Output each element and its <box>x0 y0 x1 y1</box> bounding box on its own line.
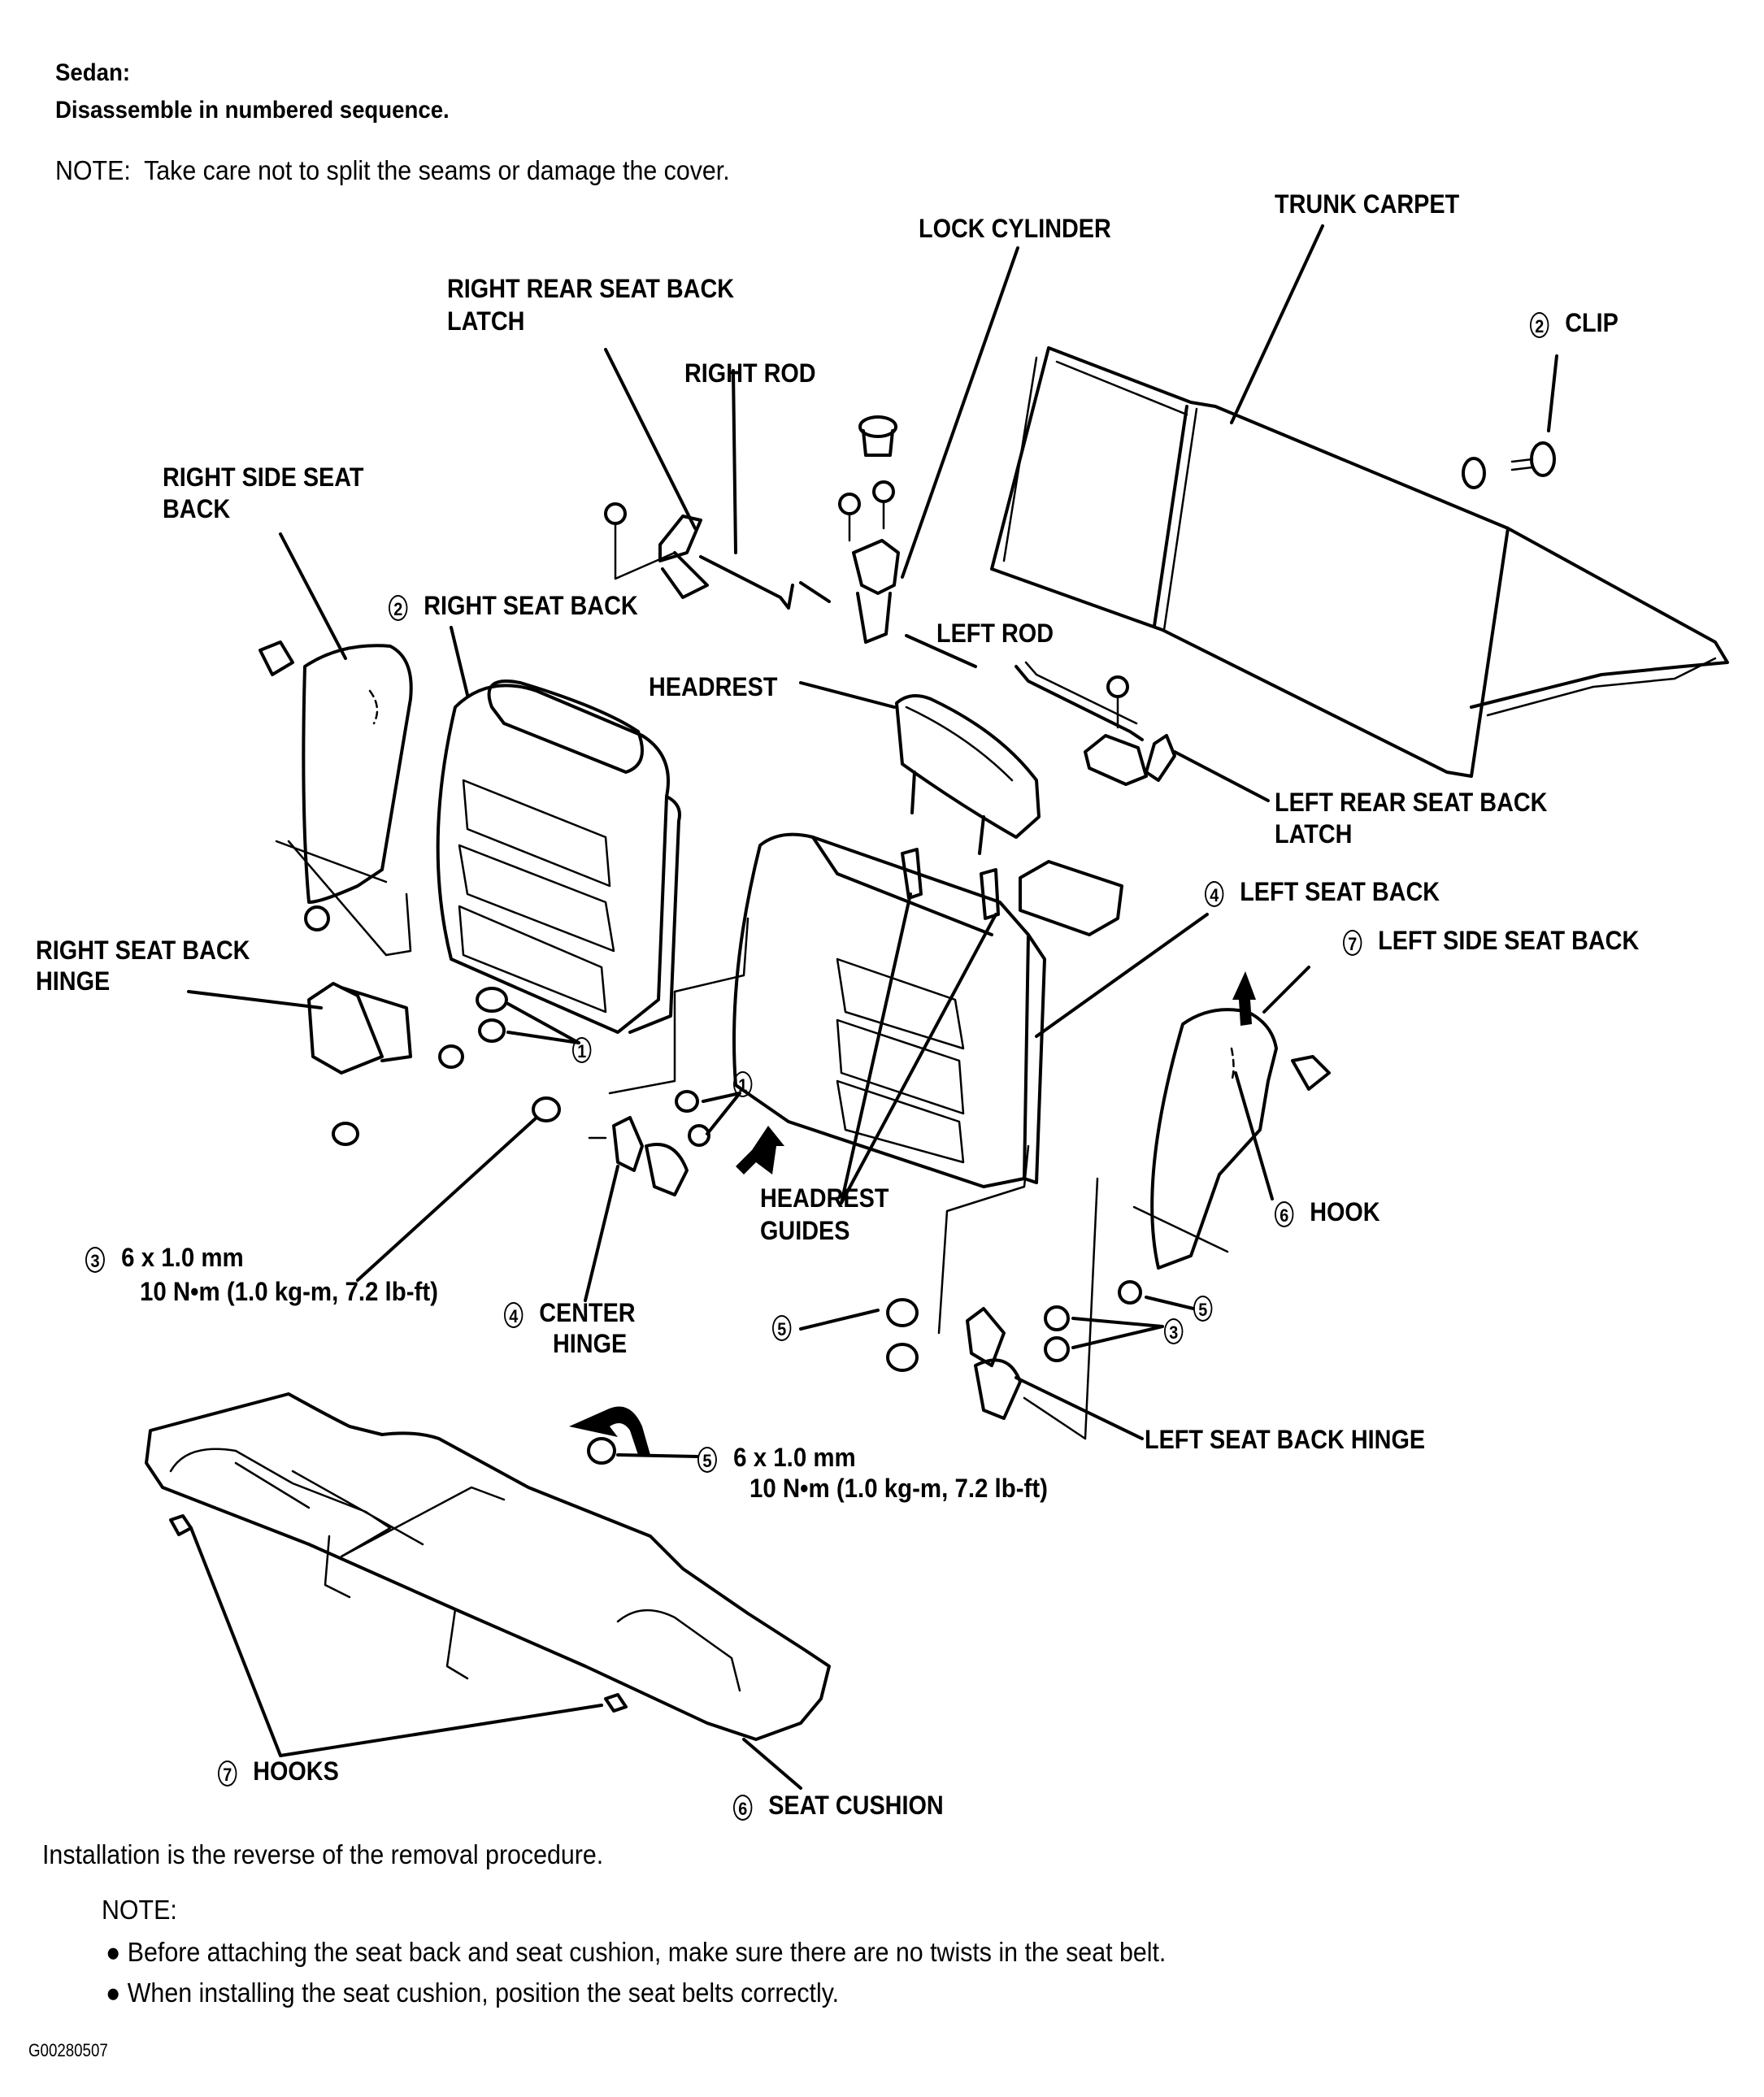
right-seat-back-drawing <box>436 679 681 1034</box>
left-hinge-drawing <box>886 1144 1142 1440</box>
bolt-step-5-side: 5 <box>1193 1291 1228 1322</box>
instruction-heading: Disassemble in numbered sequence. <box>55 97 450 124</box>
leader-lines <box>187 224 1558 1790</box>
label-right-side-seat-back-line1: RIGHT SIDE SEAT <box>163 462 364 492</box>
label-left-rod: LEFT ROD <box>936 619 1054 648</box>
bolt-size: 6 x 1.0 mm <box>733 1443 856 1472</box>
step-number-badge: 4 <box>1205 880 1224 907</box>
left-seat-back-drawing <box>732 832 1123 1188</box>
bolt-step-5-left-hinge: 5 <box>772 1310 807 1341</box>
step-number-badge: 2 <box>389 594 408 621</box>
right-side-seat-back-drawing <box>259 640 413 904</box>
label-right-rod: RIGHT ROD <box>684 358 816 388</box>
label-headrest-guides-line2: GUIDES <box>760 1216 850 1245</box>
model-heading: Sedan: <box>55 59 131 86</box>
center-hinge-drawing <box>532 917 749 1196</box>
step-number-badge: 3 <box>85 1246 105 1273</box>
spec-bolt-3: 3 6 x 1.0 mm <box>85 1242 244 1273</box>
label-left-rear-latch-line2: LATCH <box>1275 819 1353 849</box>
trunk-carpet-drawing <box>990 346 1729 778</box>
lock-cylinder-drawing <box>838 415 900 644</box>
label-trunk-carpet: TRUNK CARPET <box>1275 189 1460 219</box>
install-note-bullet-1: ● Before attaching the seat back and sea… <box>106 1937 1167 1967</box>
install-note-bullet-2: ● When installing the seat cushion, posi… <box>106 1978 840 2008</box>
step-number-badge: 4 <box>504 1301 524 1328</box>
label-headrest: HEADREST <box>649 672 778 701</box>
bolt-step-3-left-hinge: 3 <box>1164 1313 1199 1344</box>
step-number-badge: 6 <box>733 1794 753 1821</box>
bolt-size: 6 x 1.0 mm <box>121 1243 244 1272</box>
step-number-badge: 3 <box>1164 1318 1184 1344</box>
step-number-badge: 7 <box>1343 929 1362 956</box>
label-left-hinge: LEFT SEAT BACK HINGE <box>1145 1425 1426 1454</box>
step-number-badge: 5 <box>697 1446 717 1473</box>
figure-code: G00280507 <box>28 2040 108 2060</box>
spec-bolt-5-torque: 10 N•m (1.0 kg-m, 7.2 lb-ft) <box>749 1474 1048 1503</box>
bullet-icon: ● <box>106 1978 121 2008</box>
left-latch-drawing <box>905 634 1176 786</box>
right-latch-drawing <box>604 502 831 610</box>
install-note-title: NOTE: <box>102 1895 177 1925</box>
clip-drawing <box>1462 441 1556 489</box>
seat-cushion-drawing <box>145 1392 831 1741</box>
spec-bolt-3-torque: 10 N•m (1.0 kg-m, 7.2 lb-ft) <box>140 1277 438 1306</box>
label-right-rear-latch-line1: RIGHT REAR SEAT BACK <box>447 274 735 303</box>
spec-bolt-5: 5 6 x 1.0 mm <box>697 1442 856 1473</box>
label-lock-cylinder: LOCK CYLINDER <box>919 214 1111 243</box>
right-hinge-drawing <box>287 840 508 1146</box>
note-text: NOTE: Take care not to split the seams o… <box>55 155 730 185</box>
step-number-badge: 1 <box>572 1036 592 1063</box>
bolt-step-1-right: 1 <box>572 1032 607 1063</box>
label-headrest-guides-line1: HEADREST <box>760 1183 889 1213</box>
label-left-rear-latch-line1: LEFT REAR SEAT BACK <box>1275 788 1548 817</box>
step-number-badge: 5 <box>772 1314 792 1341</box>
label-right-rear-latch-line2: LATCH <box>447 306 525 336</box>
step-number-badge: 6 <box>1275 1200 1294 1227</box>
bolt-step-1-center: 1 <box>733 1066 768 1097</box>
step-number-badge: 5 <box>1193 1295 1213 1322</box>
label-right-hinge-line1: RIGHT SEAT BACK <box>36 936 250 965</box>
left-side-seat-back-drawing <box>1132 971 1331 1270</box>
label-right-hinge-line2: HINGE <box>36 966 111 996</box>
step-number-badge: 2 <box>1530 311 1549 338</box>
installation-text: Installation is the reverse of the remov… <box>42 1839 604 1869</box>
pull-arrow-icon <box>736 1126 784 1174</box>
label-right-side-seat-back-line2: BACK <box>163 494 231 523</box>
label-center-hinge-line2: HINGE <box>553 1329 628 1358</box>
step-number-badge: 7 <box>218 1760 237 1787</box>
bullet-icon: ● <box>106 1937 121 1967</box>
headrest-drawing <box>895 694 1041 920</box>
step-number-badge: 1 <box>733 1070 753 1097</box>
